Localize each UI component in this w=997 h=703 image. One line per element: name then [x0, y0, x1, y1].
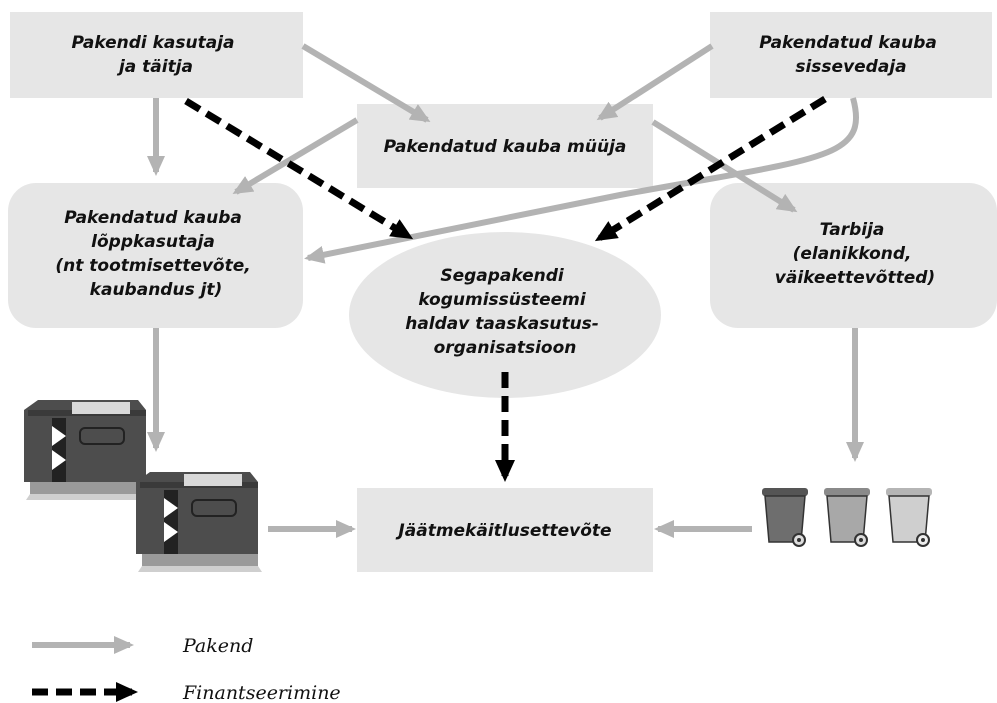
recovery-org-label: Segapakendi kogumissüsteemi haldav taask… [405, 266, 605, 358]
packager-label-line: Pakendi kasutaja [72, 33, 235, 53]
finance-importer-to-org [594, 96, 827, 242]
arrow-packager-to-seller [301, 43, 431, 123]
packager-label: Pakendi kasutaja ja täitja [72, 33, 241, 77]
legend-packaging-label: Pakend [182, 635, 253, 657]
arrow-seller-to-enduser [232, 117, 359, 195]
recovery-org-label-line: organisatsioon [434, 338, 577, 358]
end-user-label-line: (nt tootmisettevõte, [55, 256, 250, 276]
financing-arrows [184, 96, 827, 482]
consumer-label: Tarbija (elanikkond, väikeettevõtted) [775, 220, 935, 288]
recovery-org-label-line: haldav taaskasutus- [405, 314, 599, 334]
importer-label: Pakendatud kauba sissevedaja [759, 33, 943, 77]
waste-handler-label-line: Jäätmekäitlusettevõte [395, 521, 611, 541]
legend-financing-label: Finantseerimine [182, 682, 341, 703]
waste-container-icon [24, 400, 150, 500]
end-user-label-line: Pakendatud kauba [64, 208, 242, 228]
waste-handler-label: Jäätmekäitlusettevõte [395, 521, 611, 541]
node-consumer [710, 183, 997, 328]
recovery-org-label-line: kogumissüsteemi [418, 290, 587, 310]
packaging-arrows [147, 43, 864, 538]
consumer-label-line: (elanikkond, [793, 244, 912, 264]
seller-label: Pakendatud kauba müüja [384, 137, 627, 157]
arrow-seller-to-consumer [651, 119, 798, 213]
arrow-importer-to-enduser [304, 97, 860, 264]
consumer-label-line: Tarbija [820, 220, 885, 240]
end-user-label-line: lõppkasutaja [91, 232, 215, 252]
node-end-user [8, 183, 303, 328]
legend: Pakend Finantseerimine [32, 635, 341, 703]
waste-container-icon [136, 472, 262, 572]
wheelie-bin-icon [762, 488, 808, 547]
seller-label-line: Pakendatud kauba müüja [384, 137, 627, 157]
consumer-label-line: väikeettevõtted) [775, 268, 935, 288]
finance-packager-to-org [184, 98, 414, 240]
importer-label-line: sissevedaja [795, 57, 906, 77]
importer-label-line: Pakendatud kauba [759, 33, 937, 53]
packager-label-line: ja täitja [116, 57, 193, 77]
end-user-label-line: kaubandus jt) [90, 280, 223, 300]
wheelie-bin-icon [886, 488, 932, 547]
node-importer [710, 12, 992, 98]
recovery-org-label-line: Segapakendi [440, 266, 565, 286]
node-recovery-org [349, 232, 661, 398]
wheelie-bin-icon [824, 488, 870, 547]
node-waste-handler [357, 488, 653, 572]
end-user-label: Pakendatud kauba lõppkasutaja (nt tootmi… [55, 208, 256, 300]
arrow-importer-to-seller [596, 43, 714, 121]
node-packager [10, 12, 303, 98]
